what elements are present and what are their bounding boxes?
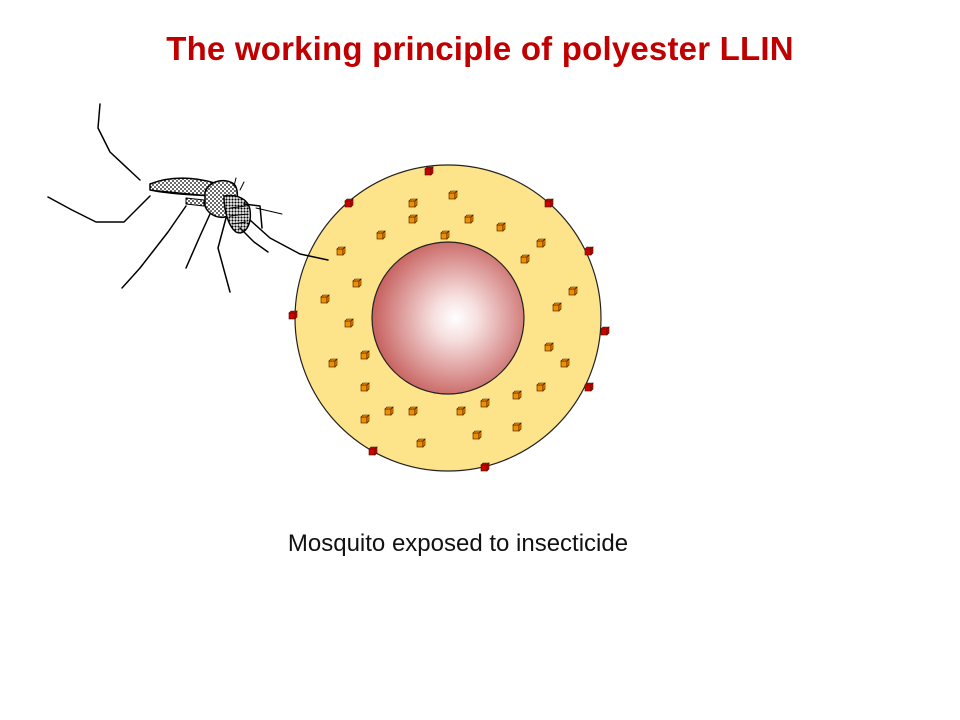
insecticide-particle-inner bbox=[344, 318, 354, 328]
fiber-core bbox=[371, 241, 525, 395]
insecticide-particle-inner bbox=[512, 390, 522, 400]
insecticide-particle-inner bbox=[328, 358, 338, 368]
insecticide-particle-surface bbox=[368, 446, 378, 456]
insecticide-particle-inner bbox=[568, 286, 578, 296]
insecticide-particle-inner bbox=[440, 230, 450, 240]
slide-title: The working principle of polyester LLIN bbox=[166, 30, 794, 67]
polyester-fiber bbox=[294, 164, 602, 472]
inner-insecticide-particles bbox=[320, 190, 578, 448]
insecticide-particle-inner bbox=[512, 422, 522, 432]
insecticide-particle-inner bbox=[520, 254, 530, 264]
insecticide-particle-inner bbox=[536, 238, 546, 248]
insecticide-particle-inner bbox=[552, 302, 562, 312]
insecticide-particle-inner bbox=[336, 246, 346, 256]
insecticide-particle-inner bbox=[360, 414, 370, 424]
insecticide-particle-surface bbox=[584, 246, 594, 256]
mosquito-icon bbox=[47, 103, 329, 293]
insecticide-particle-inner bbox=[360, 350, 370, 360]
insecticide-particle-inner bbox=[408, 214, 418, 224]
insecticide-particle-inner bbox=[456, 406, 466, 416]
figure-caption: Mosquito exposed to insecticide bbox=[287, 530, 629, 557]
insecticide-particle-inner bbox=[416, 438, 426, 448]
insecticide-particle-inner bbox=[448, 190, 458, 200]
insecticide-particle-surface bbox=[424, 166, 434, 176]
surface-insecticide-particles bbox=[288, 166, 610, 472]
insecticide-particle-inner bbox=[320, 294, 330, 304]
insecticide-particle-surface bbox=[288, 310, 298, 320]
insecticide-particle-inner bbox=[352, 278, 362, 288]
insecticide-particle-inner bbox=[496, 222, 506, 232]
insecticide-particle-inner bbox=[560, 358, 570, 368]
insecticide-particle-inner bbox=[408, 198, 418, 208]
insecticide-particle-inner bbox=[360, 382, 370, 392]
insecticide-particle-surface bbox=[584, 382, 594, 392]
insecticide-particle-inner bbox=[376, 230, 386, 240]
insecticide-particle-inner bbox=[408, 406, 418, 416]
insecticide-particle-surface bbox=[600, 326, 610, 336]
insecticide-particle-inner bbox=[464, 214, 474, 224]
insecticide-particle-inner bbox=[480, 398, 490, 408]
insecticide-particle-surface bbox=[344, 198, 354, 208]
insecticide-particle-inner bbox=[384, 406, 394, 416]
insecticide-particle-surface bbox=[480, 462, 490, 472]
insecticide-particle-inner bbox=[472, 430, 482, 440]
insecticide-particle-inner bbox=[536, 382, 546, 392]
insecticide-particle-surface bbox=[544, 198, 554, 208]
insecticide-particle-inner bbox=[544, 342, 554, 352]
